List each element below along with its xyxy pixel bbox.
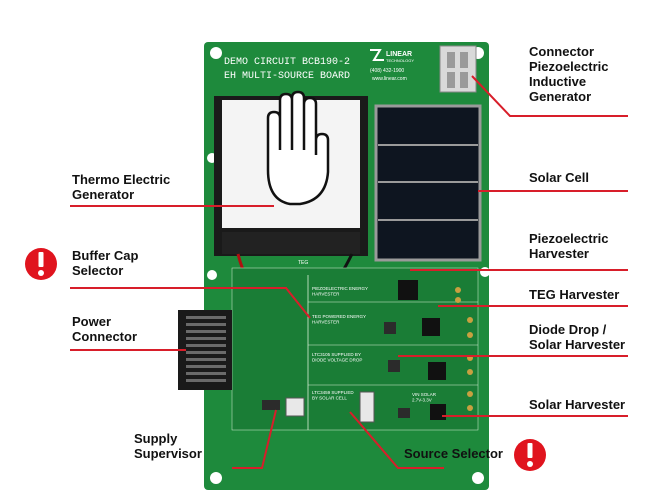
hand-icon <box>266 90 330 206</box>
callout-power-connector: Power Connector <box>72 314 137 344</box>
mounting-hole <box>480 267 490 277</box>
exclamation-alert-icon <box>25 248 57 280</box>
phone-number: (408) 432-1900 <box>370 68 404 74</box>
callout-piezoelectric-harvester: Piezoelectric Harvester <box>529 231 609 261</box>
ic-chip <box>398 408 410 418</box>
callout-source-selector: Source Selector <box>404 446 503 461</box>
callout-diode-drop-solar-harvester: Diode Drop / Solar Harvester <box>529 322 626 352</box>
ic-chip <box>388 360 400 372</box>
power-connector <box>178 310 232 390</box>
ic-chip <box>384 322 396 334</box>
inductor <box>428 362 446 380</box>
callout-thermo-electric-generator: Thermo Electric Generator <box>72 172 171 202</box>
buffer-cap-jumper <box>285 397 305 417</box>
inductor <box>398 280 418 300</box>
callout-leader-lines <box>70 75 628 469</box>
callout-solar-cell: Solar Cell <box>529 170 589 185</box>
callout-solar-harvester: Solar Harvester <box>529 397 626 412</box>
exclamation-alert-icon <box>514 439 546 471</box>
inductor <box>422 318 440 336</box>
mounting-hole <box>472 472 484 484</box>
board-title-line1: DEMO CIRCUIT BCB190-2 <box>224 57 350 68</box>
mounting-hole <box>210 47 222 59</box>
mounting-hole <box>207 270 217 280</box>
callout-buffer-cap-selector: Buffer Cap Selector <box>72 248 139 278</box>
piezo-connector <box>439 45 477 93</box>
source-selector-switch <box>359 391 375 423</box>
callout-connector-piezo: Connector Piezoelectric Inductive Genera… <box>529 44 609 104</box>
board-title-line2: EH MULTI-SOURCE BOARD <box>224 71 350 82</box>
inductor <box>430 404 446 420</box>
callout-supply-supervisor: Supply Supervisor <box>134 431 202 461</box>
callout-teg-harvester: TEG Harvester <box>529 287 620 302</box>
mounting-hole <box>210 472 222 484</box>
teg-silkscreen-label: TEG <box>298 260 308 266</box>
website: www.linear.com <box>372 76 407 82</box>
supervisor-chip <box>262 400 280 410</box>
brand-subtitle: TECHNOLOGY <box>386 58 414 63</box>
brand-name: LINEAR <box>386 51 412 58</box>
linear-logo-icon <box>370 49 384 61</box>
